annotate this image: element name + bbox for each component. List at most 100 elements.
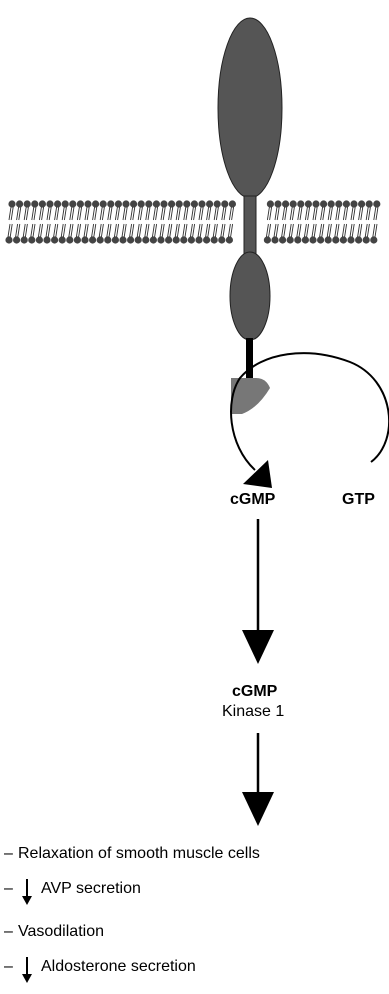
lipid-tail <box>75 223 79 238</box>
lipid-tail <box>15 223 19 238</box>
lipid-tail <box>94 206 98 221</box>
lipid-tail <box>76 206 80 221</box>
kinase-name-label: cGMP <box>232 683 278 700</box>
lipid-head <box>119 236 127 244</box>
lipid-tail <box>288 223 292 238</box>
lipid-head <box>104 236 112 244</box>
lipid-tail <box>7 223 11 238</box>
lipid-tail <box>169 223 173 238</box>
lipid-tail <box>274 206 278 221</box>
lipid-head <box>203 236 211 244</box>
lipid-tail <box>106 223 110 238</box>
lipid-tail <box>9 223 13 238</box>
conversion-arrow <box>230 352 389 488</box>
lipid-tail <box>24 223 28 238</box>
lipid-head <box>271 236 279 244</box>
effect-dash: – <box>4 958 13 975</box>
lipid-head <box>165 236 173 244</box>
lipid-tail <box>100 223 104 238</box>
lipid-head <box>289 200 297 208</box>
lipid-head <box>107 200 115 208</box>
lipid-tail <box>31 206 35 221</box>
lipid-head <box>342 200 350 208</box>
lipid-head <box>213 200 221 208</box>
lipid-tail <box>222 223 226 238</box>
lipid-tail <box>336 223 340 238</box>
lipid-head <box>20 236 28 244</box>
lipid-tail <box>303 223 307 238</box>
lipid-tail <box>47 223 51 238</box>
lipid-tail <box>307 206 311 221</box>
lipid-tail <box>30 223 34 238</box>
lipid-head <box>38 200 47 208</box>
lipid-head <box>160 200 168 208</box>
lipid-tail <box>327 206 331 221</box>
lipid-head <box>81 236 89 244</box>
lipid-tail <box>337 206 341 221</box>
lipid-tail <box>16 206 20 221</box>
lipid-tail <box>192 223 196 238</box>
lipid-head <box>66 236 74 244</box>
lipid-tail <box>139 206 143 221</box>
lipid-tail <box>298 223 302 238</box>
lipid-tail <box>62 223 66 238</box>
lipid-head <box>365 200 373 208</box>
lipid-head <box>370 236 378 244</box>
lipid-tail <box>33 206 37 221</box>
lipid-head <box>324 236 332 244</box>
lipid-tail <box>334 223 338 238</box>
lipid-tail <box>123 223 127 238</box>
lipid-head <box>373 200 381 208</box>
lipid-head <box>312 200 320 208</box>
lipid-tail <box>109 206 113 221</box>
lipid-head <box>335 200 343 208</box>
lipid-tail <box>335 206 339 221</box>
lipid-tail <box>221 206 225 221</box>
lipid-tail <box>296 223 300 238</box>
lipid-tail <box>265 223 269 238</box>
lipid-head <box>332 236 340 244</box>
lipid-tail <box>289 206 293 221</box>
lipid-head <box>175 200 183 208</box>
lipid-tail <box>365 206 369 221</box>
lipid-tail <box>228 206 232 221</box>
lipid-head <box>358 200 366 208</box>
lipid-tail <box>182 223 186 238</box>
lipid-tail <box>193 206 197 221</box>
lipid-head <box>225 236 233 244</box>
lipid-tail <box>304 206 308 221</box>
lipid-head <box>145 200 153 208</box>
arrow-to-kinase <box>242 519 274 664</box>
lipid-tail <box>358 206 362 221</box>
lipid-tail <box>220 223 224 238</box>
lipid-tail <box>152 206 156 221</box>
lipid-tail <box>18 206 22 221</box>
effect-text: AVP secretion <box>41 880 141 897</box>
effect-item: –Relaxation of smooth muscle cells <box>4 844 260 863</box>
lipid-tail <box>183 206 187 221</box>
lipid-head <box>304 200 312 208</box>
lipid-head <box>297 200 305 208</box>
lipid-tail <box>45 223 49 238</box>
lipid-head <box>28 236 36 244</box>
lipid-tail <box>349 223 353 238</box>
lipid-tail <box>329 206 333 221</box>
lipid-head <box>282 200 290 208</box>
lipid-tail <box>275 223 279 238</box>
lipid-tail <box>32 223 36 238</box>
lipid-tail <box>55 223 59 238</box>
lipid-tail <box>154 223 158 238</box>
lipid-tail <box>122 206 126 221</box>
lipid-head <box>183 200 191 208</box>
lipid-tail <box>37 223 41 238</box>
lipid-head <box>347 236 355 244</box>
lipid-tail <box>137 206 141 221</box>
lipid-tail <box>214 223 218 238</box>
lipid-tail <box>91 223 95 238</box>
lipid-tail <box>306 223 310 238</box>
lipid-tail <box>373 206 377 221</box>
lipid-tail <box>290 223 294 238</box>
lipid-head <box>134 236 142 244</box>
lipid-tail <box>108 223 112 238</box>
lipid-tail <box>138 223 142 238</box>
